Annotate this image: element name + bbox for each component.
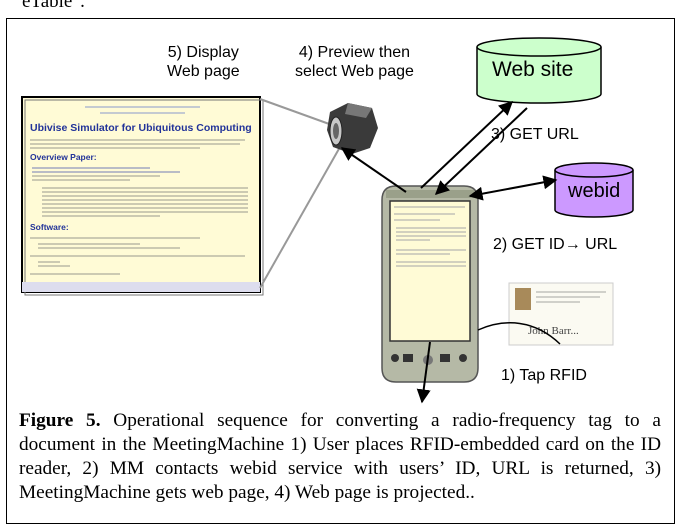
label-get-id: 2) GET ID→ URL bbox=[493, 236, 618, 253]
device-button-icon bbox=[391, 354, 399, 362]
card-name: John Barr... bbox=[528, 325, 579, 337]
arrow-to-website bbox=[420, 101, 514, 189]
label-web-site: Web site bbox=[492, 58, 574, 81]
caption-text: Operational sequence for converting a ra… bbox=[19, 410, 661, 503]
tap-curve bbox=[477, 322, 561, 345]
caption-label: Figure 5. bbox=[19, 410, 101, 431]
arrow-from-website bbox=[434, 107, 528, 195]
rfid-card-icon: John Barr... bbox=[508, 282, 614, 346]
device-button-icon bbox=[440, 354, 450, 362]
arrow-down bbox=[416, 341, 431, 404]
device-button-icon bbox=[459, 354, 467, 362]
label-get-url: 3) GET URL bbox=[491, 126, 579, 143]
previous-text-fragment: eTable". bbox=[22, 0, 85, 12]
projection-line-bottom bbox=[259, 146, 341, 289]
projection-line-top bbox=[259, 98, 333, 126]
page-section-overview: Overview Paper: bbox=[30, 152, 97, 162]
web-site-cylinder bbox=[476, 37, 602, 104]
figure-frame bbox=[6, 18, 675, 524]
webid-cylinder bbox=[554, 162, 634, 218]
figure-caption: Figure 5. Operational sequence for conve… bbox=[19, 409, 661, 505]
page-title: Ubivise Simulator for Ubiquitous Computi… bbox=[30, 122, 252, 134]
projector-icon bbox=[327, 103, 378, 154]
arrow-to-projector bbox=[340, 147, 407, 193]
device-button-icon bbox=[403, 354, 413, 362]
label-tap-rfid: 1) Tap RFID bbox=[501, 367, 587, 384]
page-section-software: Software: bbox=[30, 222, 69, 232]
projected-web-page: Ubivise Simulator for Ubiquitous Computi… bbox=[21, 96, 264, 296]
arrow-webid bbox=[468, 175, 558, 201]
meetingmachine-device bbox=[381, 185, 479, 383]
label-webid: webid bbox=[568, 180, 621, 202]
